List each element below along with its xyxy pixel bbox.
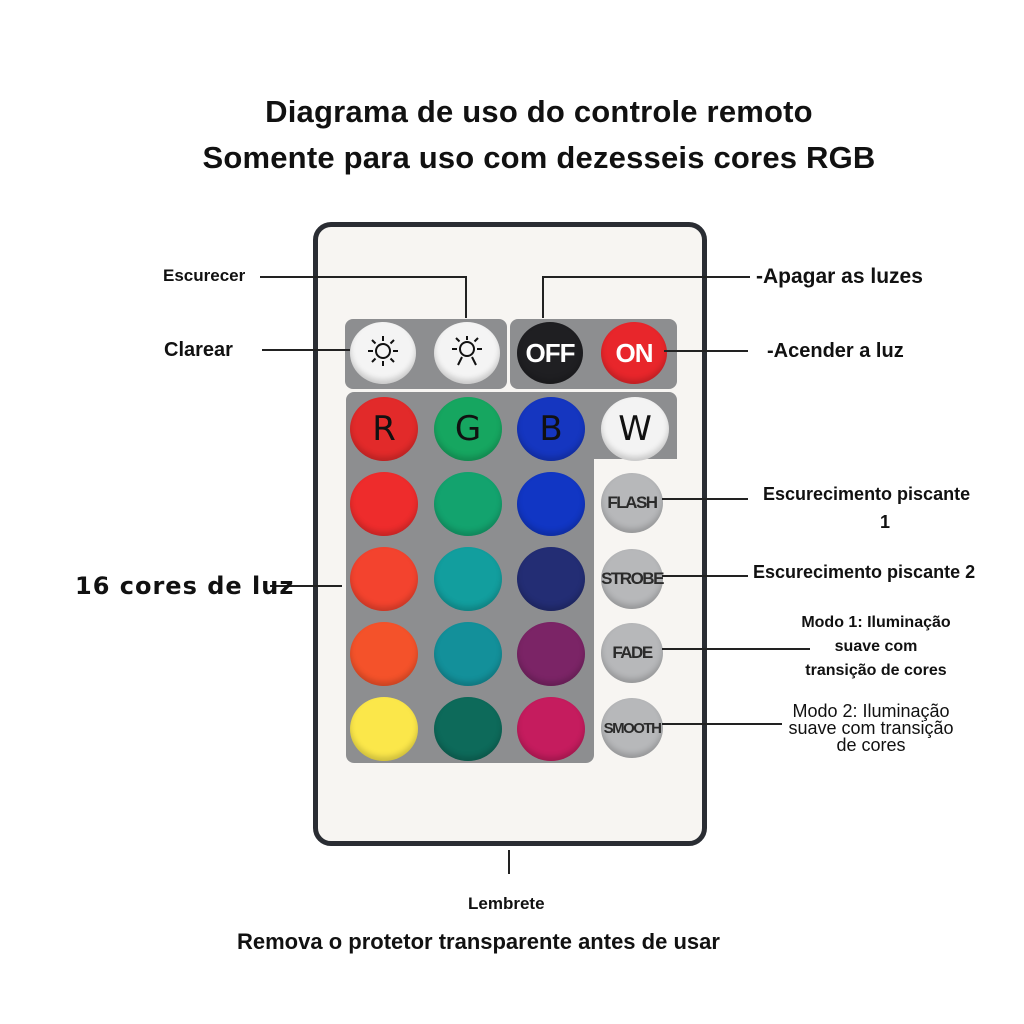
leader-apagar-v xyxy=(542,276,544,318)
leader-fade xyxy=(662,648,810,650)
fade-button-label: FADE xyxy=(612,643,653,662)
label-flash-line2: 1 xyxy=(880,512,891,532)
strobe-button-label: STROBE xyxy=(601,569,664,588)
color-button-r4c3[interactable] xyxy=(517,697,585,761)
leader-smooth xyxy=(662,723,782,725)
color-button-r4c1[interactable] xyxy=(350,697,418,761)
strobe-button[interactable]: STROBE xyxy=(601,549,664,609)
leader-cores xyxy=(270,585,342,587)
leader-escurecer-h xyxy=(260,276,465,278)
brightness-down-button[interactable] xyxy=(434,322,500,384)
smooth-button-label: SMOOTH xyxy=(603,719,662,737)
color-button-r2c3[interactable] xyxy=(517,547,585,611)
leader-clarear xyxy=(262,349,350,351)
label-clarear: Clarear xyxy=(164,339,233,361)
label-lembrete: Lembrete xyxy=(468,894,545,913)
sun-dim-icon xyxy=(450,334,484,373)
label-acender: -Acender a luz xyxy=(767,340,904,362)
color-button-r3c1[interactable] xyxy=(350,622,418,686)
blue-button-label: B xyxy=(539,409,563,449)
flash-button[interactable]: FLASH xyxy=(601,473,663,533)
blue-button[interactable]: B xyxy=(517,397,585,461)
leader-apagar-h xyxy=(542,276,750,278)
leader-flash xyxy=(662,498,748,500)
on-button[interactable]: ON xyxy=(601,322,667,384)
color-button-r2c1[interactable] xyxy=(350,547,418,611)
color-button-r3c3[interactable] xyxy=(517,622,585,686)
red-button[interactable]: R xyxy=(350,397,418,461)
fade-button[interactable]: FADE xyxy=(601,623,663,683)
smooth-button[interactable]: SMOOTH xyxy=(601,698,663,758)
label-fade-line2: suave com xyxy=(834,638,918,655)
color-button-r4c2[interactable] xyxy=(434,697,502,761)
label-cores: 16 cores de luz xyxy=(75,572,295,600)
off-button-label: OFF xyxy=(525,337,576,368)
sun-icon xyxy=(366,334,400,373)
leader-escurecer-v xyxy=(465,276,467,318)
brightness-up-button[interactable] xyxy=(350,322,416,384)
color-button-r1c2[interactable] xyxy=(434,472,502,536)
color-button-r2c2[interactable] xyxy=(434,547,502,611)
label-flash-line1: Escurecimento piscante xyxy=(763,484,971,504)
title-line-2: Somente para uso com dezesseis cores RGB xyxy=(202,140,876,175)
off-button[interactable]: OFF xyxy=(517,322,583,384)
label-strobe: Escurecimento piscante 2 xyxy=(753,562,976,582)
label-escurecer: Escurecer xyxy=(163,266,246,285)
label-apagar: -Apagar as luzes xyxy=(756,265,923,288)
white-button[interactable]: W xyxy=(601,397,669,461)
label-smooth-line1: Modo 2: Iluminação xyxy=(792,701,950,721)
leader-acender xyxy=(664,350,748,352)
leader-lembrete xyxy=(508,850,510,874)
label-fade-line1: Modo 1: Iluminação xyxy=(801,614,951,631)
red-button-label: R xyxy=(372,409,396,449)
leader-strobe xyxy=(662,575,748,577)
color-button-r3c2[interactable] xyxy=(434,622,502,686)
title-line-1: Diagrama de uso do controle remoto xyxy=(265,94,813,129)
label-smooth-line3: de cores xyxy=(836,735,906,755)
flash-button-label: FLASH xyxy=(607,493,658,512)
on-button-label: ON xyxy=(615,337,654,368)
label-remova: Remova o protetor transparente antes de … xyxy=(237,929,720,954)
color-button-r1c3[interactable] xyxy=(517,472,585,536)
remote-body: OFF ON R G B W FLASH STROBE FADE SMOOTH xyxy=(313,222,707,846)
label-smooth-line2: suave com transição xyxy=(788,718,954,738)
white-button-label: W xyxy=(618,409,652,449)
green-button[interactable]: G xyxy=(434,397,502,461)
green-button-label: G xyxy=(454,409,482,449)
color-button-r1c1[interactable] xyxy=(350,472,418,536)
label-fade-line3: transição de cores xyxy=(805,662,947,679)
